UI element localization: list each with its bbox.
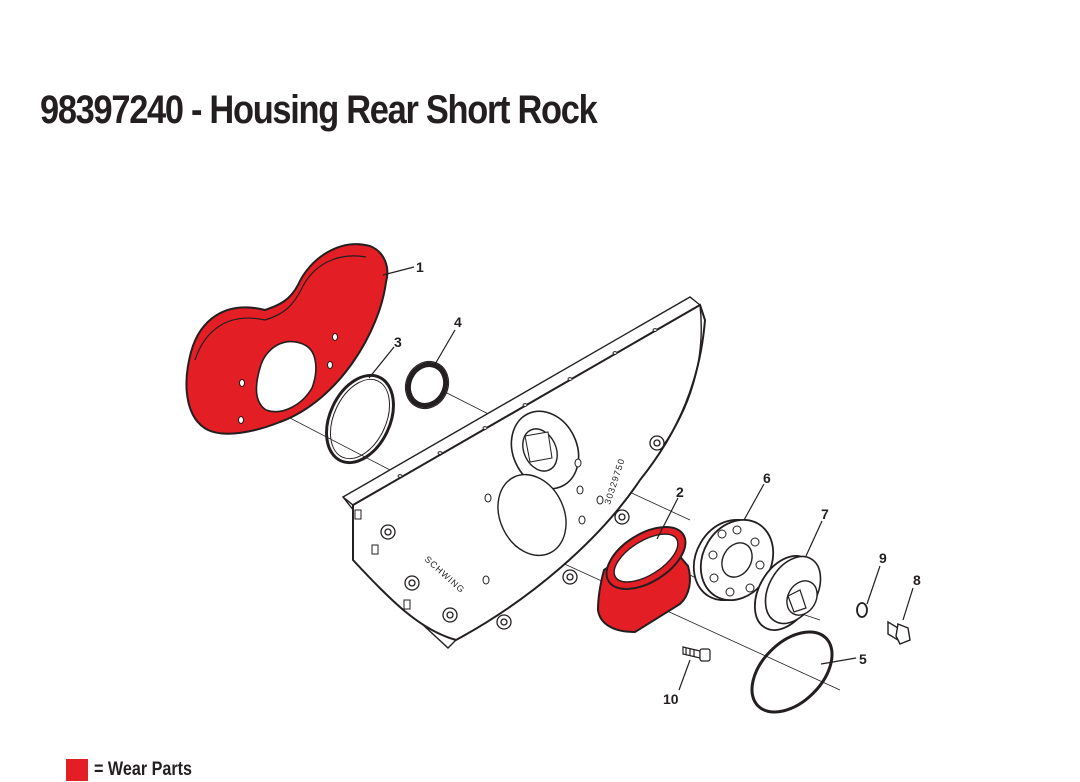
callout-10: 10 bbox=[663, 691, 679, 707]
callout-6: 6 bbox=[763, 470, 771, 486]
wear-parts-swatch bbox=[66, 759, 88, 781]
callout-8: 8 bbox=[913, 572, 921, 588]
legend-label: = Wear Parts bbox=[94, 759, 193, 780]
housing-bolts bbox=[380, 435, 665, 630]
part-7-hub bbox=[753, 555, 822, 631]
part-6-flange bbox=[692, 518, 775, 602]
part-2-wear-sleeve bbox=[596, 526, 691, 634]
page-title: 98397240 - Housing Rear Short Rock bbox=[40, 88, 598, 132]
housing-face-holes bbox=[482, 458, 604, 585]
callout-4: 4 bbox=[454, 314, 462, 330]
housing-edge-holes bbox=[397, 328, 658, 478]
leader-lines bbox=[368, 266, 914, 691]
housing-plate: SCHWING 30329750 bbox=[341, 296, 707, 649]
part-3-o-ring bbox=[325, 373, 395, 465]
callout-5: 5 bbox=[859, 651, 867, 667]
part-5-o-ring bbox=[750, 630, 834, 714]
callout-2: 2 bbox=[676, 484, 684, 500]
part-4-ring bbox=[405, 362, 449, 408]
callout-numbers: 1 2 3 4 5 6 7 8 9 10 bbox=[394, 259, 921, 707]
part-10-screw bbox=[682, 646, 711, 662]
lower-bore bbox=[497, 473, 567, 557]
part-8-bolt bbox=[887, 620, 911, 645]
callout-9: 9 bbox=[879, 550, 887, 566]
part-9-washer bbox=[856, 602, 868, 618]
callout-1: 1 bbox=[416, 259, 424, 275]
callout-7: 7 bbox=[821, 506, 829, 522]
legend: = Wear Parts bbox=[66, 758, 209, 782]
part-1-wear-plate bbox=[185, 243, 389, 435]
callout-3: 3 bbox=[394, 334, 402, 350]
